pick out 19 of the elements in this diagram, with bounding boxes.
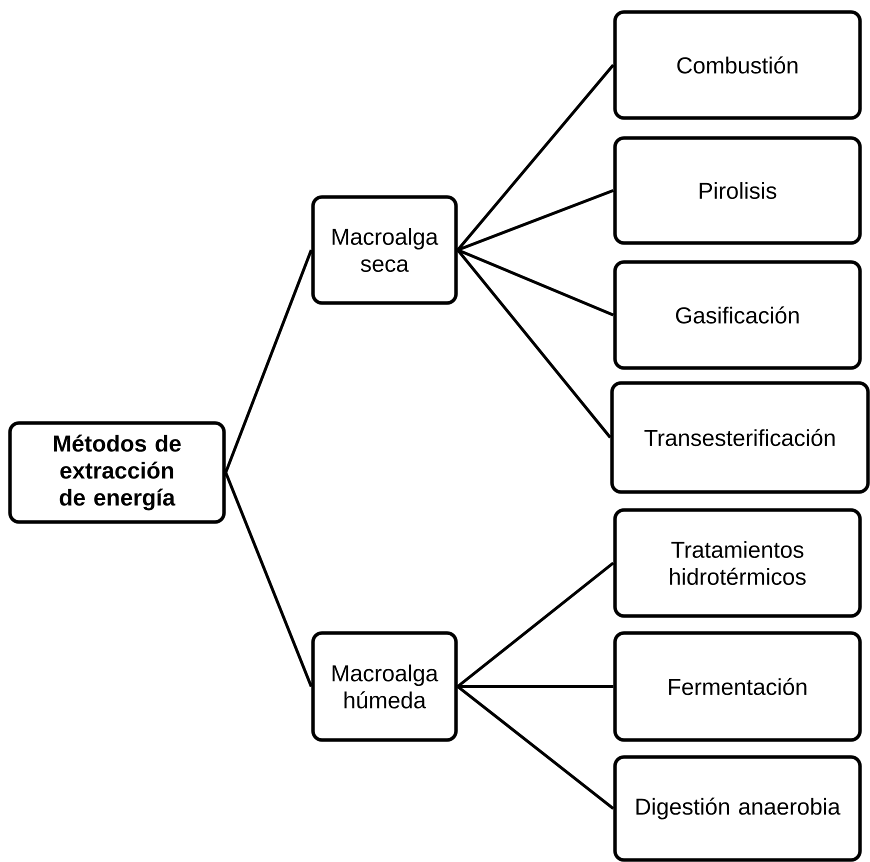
process-box: Gasificación (613, 260, 862, 370)
process-box: Fermentación (613, 631, 862, 742)
root-box: Métodos de extracción de energía (8, 421, 226, 524)
connector-line (224, 472, 313, 688)
connector-line (456, 64, 614, 251)
connector-line (224, 249, 313, 474)
connector-line (456, 685, 614, 810)
connector-line (456, 249, 612, 438)
process-box: Tratamientos hidrotérmicos (613, 508, 862, 618)
connector-line (457, 189, 614, 252)
process-box: Pirolisis (613, 136, 862, 245)
process-box: Macroalga seca (311, 195, 458, 305)
connector-line (456, 562, 614, 688)
process-box: Transesterificación (610, 381, 870, 494)
process-box: Macroalga húmeda (311, 631, 458, 742)
process-box: Combustión (613, 10, 862, 120)
process-box: Digestión anaerobia (613, 755, 862, 862)
connector-line (458, 685, 614, 688)
connector-line (457, 248, 614, 316)
